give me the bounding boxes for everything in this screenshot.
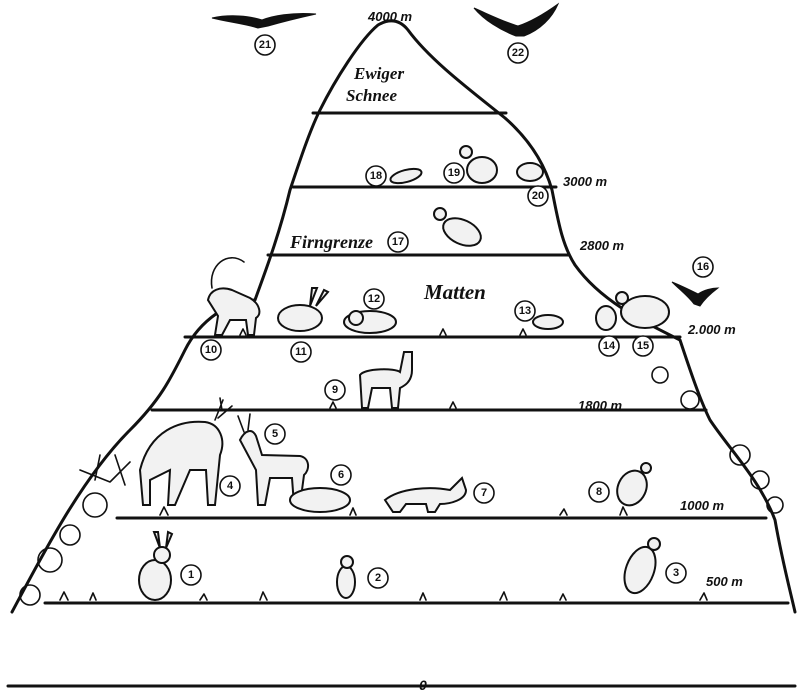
marker-9: 9	[324, 379, 346, 401]
alt-1800: 1800 m	[578, 398, 623, 413]
svg-text:15: 15	[637, 340, 649, 352]
badger-icon	[289, 487, 351, 513]
svg-text:1: 1	[188, 569, 194, 581]
svg-text:10: 10	[205, 344, 217, 356]
svg-text:12: 12	[368, 293, 380, 305]
svg-text:4: 4	[227, 480, 234, 492]
bird-14-icon	[595, 305, 617, 331]
alt-4000: 4000 m	[367, 9, 413, 24]
eagle-left-icon	[211, 13, 317, 29]
marker-18: 18	[365, 165, 387, 187]
marker-15: 15	[632, 335, 654, 357]
grass-tufts	[59, 328, 708, 601]
zone-snow-line1: Ewiger	[353, 64, 404, 83]
alt-2800: 2800 m	[579, 238, 625, 253]
stag-icon	[138, 397, 233, 506]
marker-20: 20	[527, 185, 549, 207]
marker-3: 3	[665, 562, 687, 584]
marmot-icon	[343, 310, 397, 334]
marker-5: 5	[264, 423, 286, 445]
svg-text:19: 19	[448, 167, 460, 179]
svg-text:21: 21	[259, 39, 271, 51]
eagle-right-icon	[473, 2, 560, 37]
marker-2: 2	[367, 567, 389, 589]
grouse-3-icon	[623, 537, 661, 595]
bird-8-icon	[616, 462, 652, 507]
svg-text:16: 16	[697, 261, 709, 273]
marmot-small-icon	[336, 555, 356, 599]
svg-text:17: 17	[392, 236, 404, 248]
rabbit-icon	[138, 530, 174, 601]
bird-17-icon	[433, 207, 482, 247]
bird-18-icon	[389, 167, 423, 185]
marker-11: 11	[290, 341, 312, 363]
svg-text:11: 11	[295, 346, 307, 358]
alt-2000: 2.000 m	[687, 322, 736, 337]
svg-text:9: 9	[332, 384, 338, 396]
svg-text:18: 18	[370, 170, 382, 182]
alt-3000: 3000 m	[563, 174, 608, 189]
svg-text:13: 13	[519, 305, 531, 317]
bird-20-icon	[516, 162, 544, 182]
fox-icon	[383, 476, 468, 513]
zone-snow-line2: Schnee	[346, 86, 397, 105]
svg-text:20: 20	[532, 190, 544, 202]
bird-16-icon	[671, 281, 720, 307]
bushes-left	[19, 454, 131, 606]
hare-icon	[277, 287, 330, 332]
svg-text:7: 7	[481, 487, 487, 499]
marker-13: 13	[514, 300, 536, 322]
bushes-right	[651, 366, 784, 514]
marker-19: 19	[443, 162, 465, 184]
ptarmigan-15-icon	[615, 291, 670, 329]
svg-text:14: 14	[603, 340, 616, 352]
marker-10: 10	[200, 339, 222, 361]
marker-21: 21	[254, 34, 276, 56]
marker-6: 6	[330, 464, 352, 486]
marker-14: 14	[598, 335, 620, 357]
alt-1000: 1000 m	[680, 498, 725, 513]
ptarmigan-19-icon	[459, 145, 498, 184]
svg-text:5: 5	[272, 428, 278, 440]
marker-22: 22	[507, 42, 529, 64]
marker-4: 4	[219, 475, 241, 497]
marker-7: 7	[473, 482, 495, 504]
svg-text:2: 2	[375, 572, 381, 584]
marker-8: 8	[588, 481, 610, 503]
ibex-icon	[206, 256, 261, 336]
marker-1: 1	[180, 564, 202, 586]
marker-17: 17	[387, 231, 409, 253]
svg-text:22: 22	[512, 47, 524, 59]
svg-text:6: 6	[338, 469, 344, 481]
alt-0: 0	[419, 677, 427, 693]
zone-firn: Firngrenze	[289, 232, 373, 252]
chamois-icon	[358, 351, 413, 409]
marker-16: 16	[692, 256, 714, 278]
svg-text:8: 8	[596, 486, 602, 498]
svg-text:3: 3	[673, 567, 679, 579]
mountain-outline	[10, 19, 797, 614]
bird-13-icon	[532, 314, 564, 330]
roe-deer-icon	[237, 413, 310, 506]
marker-12: 12	[363, 288, 385, 310]
zone-meadows: Matten	[423, 280, 486, 304]
alt-500: 500 m	[706, 574, 743, 589]
